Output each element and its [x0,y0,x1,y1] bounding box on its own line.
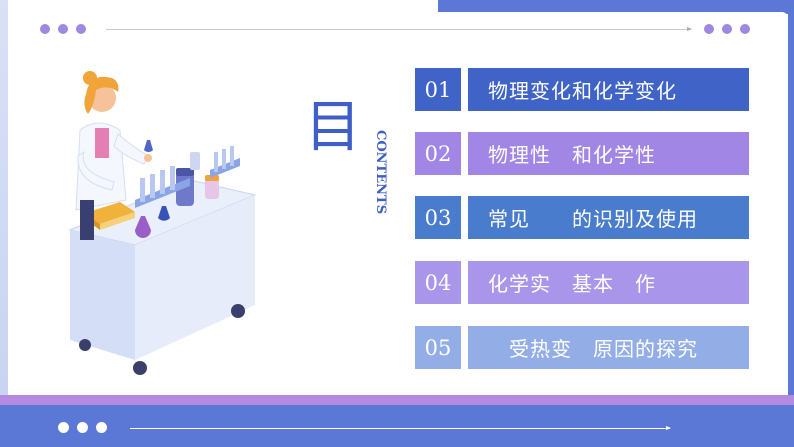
bottom-divider-arrow [130,426,671,430]
scientist-lab-bench-illustration [68,71,257,375]
bottom-dots [58,422,107,433]
toc-label: 物理变化和化学变化 [468,68,749,111]
toc-number: 03 [415,196,461,239]
toc-number: 04 [415,261,461,304]
page-title: 目 [305,95,361,160]
toc-item[interactable]: 04 化学实 基本 作 [415,261,750,304]
toc-item[interactable]: 02 物理性 和化学性 [415,132,750,175]
dot-icon [77,422,88,433]
top-left-dots [40,24,86,34]
toc-number: 02 [415,132,461,175]
dot-icon [76,24,86,34]
toc-number: 01 [415,68,461,111]
dot-icon [58,24,68,34]
toc-item[interactable]: 01 物理变化和化学变化 [415,68,750,111]
dot-icon [96,422,107,433]
dot-icon [58,422,69,433]
contents-label: CONTENTS [373,130,388,215]
toc-label: 受热变 原因的探究 [468,326,749,369]
top-right-dots [704,24,750,34]
right-rail [788,0,794,395]
left-rail [0,0,8,395]
toc-label: 物理性 和化学性 [468,132,749,175]
toc-item[interactable]: 03 常见 的识别及使用 [415,196,750,239]
toc-item[interactable]: 05 受热变 原因的探究 [415,326,750,369]
dot-icon [704,24,714,34]
dot-icon [740,24,750,34]
bottom-accent-band [0,395,794,405]
toc-label: 化学实 基本 作 [468,261,749,304]
toc-number: 05 [415,326,461,369]
top-divider-arrow [106,27,692,31]
top-accent-band [438,0,794,14]
dot-icon [40,24,50,34]
toc-label: 常见 的识别及使用 [468,196,749,239]
dot-icon [722,24,732,34]
